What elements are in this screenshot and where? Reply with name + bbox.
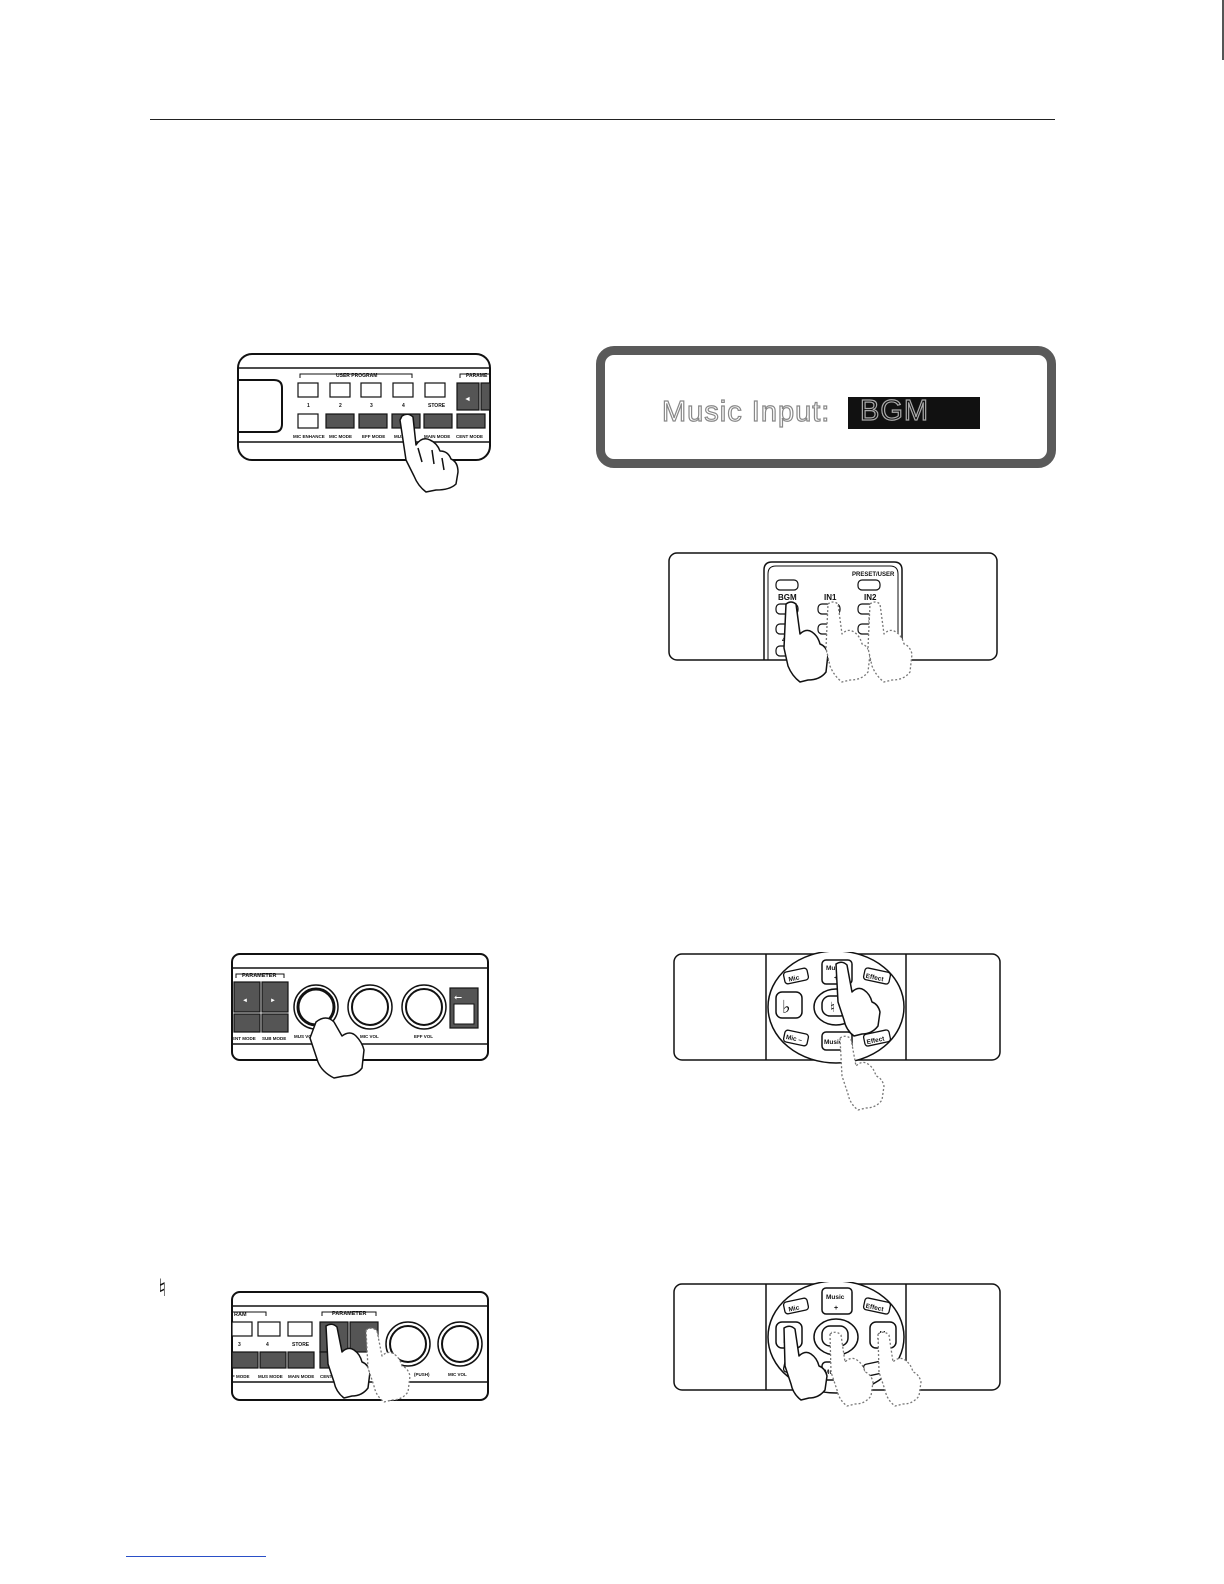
button-param-right bbox=[261, 981, 289, 1013]
label-mic-vol: MIC VOL bbox=[360, 1034, 379, 1039]
label-cent-mode: CENT MODE bbox=[456, 434, 483, 439]
remote-button-mic-plus bbox=[782, 967, 810, 985]
remote-button-effect bbox=[862, 1297, 892, 1315]
label-mus-vol: MUS VOL(P bbox=[294, 1034, 319, 1039]
pressing-hand-icon bbox=[325, 1323, 371, 1399]
dashed-hand-icon-in1 bbox=[825, 601, 871, 683]
label-ram: RAM bbox=[234, 1312, 247, 1318]
front-panel-figure-3: PARAMETER ◄ ► ENT MODE SUB MODE MUS VOL(… bbox=[231, 953, 489, 1079]
label-preset-user: PRESET/USER bbox=[852, 572, 895, 578]
remote-button-top-left bbox=[775, 579, 799, 591]
display-value-highlight bbox=[848, 397, 980, 429]
remote-button-top-right bbox=[857, 579, 881, 591]
param-left-arrow: ◄ bbox=[464, 396, 471, 403]
remote-figure-6: ♮ ♭ # Music + Music Mic Effect bbox=[673, 1282, 1001, 1407]
header-rule bbox=[150, 119, 1055, 120]
label-plus: + bbox=[834, 1305, 838, 1312]
button-user-1 bbox=[297, 382, 319, 398]
button-mic-mode bbox=[325, 413, 355, 429]
natural-icon: ♮ bbox=[830, 999, 835, 1015]
label-effect-minus: Effect bbox=[866, 1035, 886, 1046]
label-push: (PUSH) bbox=[414, 1372, 430, 1377]
label-mus-mode: MUS MODE bbox=[258, 1374, 283, 1379]
param-left-arrow: ◄ bbox=[242, 998, 248, 1004]
label-store: STORE bbox=[428, 403, 446, 409]
label-3: 3 bbox=[370, 403, 373, 409]
label-parameter-cut: PARAME bbox=[466, 373, 488, 379]
label-eff-mode: EFF MODE bbox=[362, 434, 385, 439]
page-edge-line bbox=[1222, 0, 1224, 60]
display-value: BGM bbox=[859, 394, 930, 427]
pressing-hand-icon bbox=[399, 413, 459, 493]
label-music-minus: Music bbox=[824, 1039, 843, 1046]
dashed-hand-icon-music-minus bbox=[839, 1035, 885, 1111]
usb-icon: ⭠ bbox=[454, 992, 462, 1003]
label-main-mode: MAIN MODE bbox=[424, 434, 450, 439]
button-param-left bbox=[233, 981, 261, 1013]
remote-button-music-plus bbox=[821, 1287, 853, 1315]
label-4: 4 bbox=[402, 403, 405, 409]
dashed-hand-icon-in2 bbox=[867, 601, 913, 683]
label-parameter: PARAMETER bbox=[332, 1311, 366, 1317]
button-user-3 bbox=[360, 382, 382, 398]
label-effect: Effect bbox=[865, 1303, 885, 1314]
dashed-hand-icon-natural bbox=[829, 1331, 874, 1407]
display-label: Music Input: bbox=[661, 395, 831, 428]
button-param-left bbox=[456, 382, 480, 411]
button-eff-mode bbox=[358, 413, 388, 429]
label-mic: Mic bbox=[788, 1304, 800, 1313]
label-in2: IN2 bbox=[864, 593, 877, 602]
remote-button-flat bbox=[775, 991, 803, 1019]
label-user-program: USER PROGRAM bbox=[336, 373, 377, 379]
label-bgm: BGM bbox=[778, 593, 797, 602]
remote-button-mic bbox=[782, 1297, 810, 1315]
label-4: 4 bbox=[266, 1342, 269, 1348]
label-parameter: PARAMETER bbox=[242, 973, 276, 979]
remote-figure-2: PRESET/USER BGM IN1 IN2 3 4 bbox=[668, 552, 998, 683]
label-cent-mode: CENT bbox=[320, 1374, 333, 1379]
param-right-arrow: ► bbox=[270, 998, 276, 1004]
footer-link-underline bbox=[126, 1556, 266, 1557]
remote-button-effect-plus bbox=[862, 967, 892, 985]
label-sub-mode: SUB MODE bbox=[262, 1036, 286, 1041]
front-panel-figure-5: RAM PARAMETER 3 4 STORE F MODE MUS MODE … bbox=[231, 1291, 489, 1403]
remote-button-mic-minus bbox=[782, 1029, 810, 1047]
pressing-hand-icon bbox=[309, 1017, 365, 1079]
dashed-hand-icon-sharp bbox=[877, 1331, 922, 1407]
label-main-mode: MAIN MODE bbox=[288, 1374, 314, 1379]
label-cent-mode: ENT MODE bbox=[232, 1036, 256, 1041]
label-1: 1 bbox=[307, 403, 310, 409]
label-3: 3 bbox=[238, 1342, 241, 1348]
remote-figure-4: ♮ ♭ Music + Music Mic Effect Mic – Effec… bbox=[673, 952, 1001, 1111]
button-cent-mode bbox=[456, 413, 486, 429]
button-main-mode bbox=[423, 413, 453, 429]
label-2: 2 bbox=[339, 403, 342, 409]
label-mic-vol: MIC VOL bbox=[448, 1372, 467, 1377]
label-mic-plus: Mic bbox=[788, 974, 800, 983]
label-mic-minus: Mic – bbox=[785, 1034, 803, 1044]
label-eff-vol: EFF VOL bbox=[414, 1034, 433, 1039]
label-store: STORE bbox=[292, 1342, 310, 1348]
label-mus-mode: MUS M bbox=[394, 434, 409, 439]
pressing-hand-icon bbox=[835, 961, 881, 1037]
label-mic-mode: MIC MODE bbox=[329, 434, 352, 439]
label-effect-plus: Effect bbox=[865, 973, 885, 984]
dashed-hand-icon bbox=[365, 1327, 411, 1403]
flat-icon: ♭ bbox=[782, 997, 791, 1017]
label-mic-enhance: MIC ENHANCE bbox=[293, 434, 325, 439]
pressing-hand-icon bbox=[783, 601, 829, 683]
label-eff-mode: F MODE bbox=[232, 1374, 250, 1379]
button-store bbox=[424, 382, 446, 398]
button-user-2 bbox=[329, 382, 351, 398]
front-panel-figure-1: USER PROGRAM PARAME ◄ 1 2 3 4 STORE MIC … bbox=[237, 353, 491, 493]
button-user-4 bbox=[392, 382, 414, 398]
natural-sign-glyph: ♮ bbox=[158, 1274, 167, 1302]
pressing-hand-icon bbox=[783, 1325, 828, 1401]
label-in1: IN1 bbox=[824, 593, 837, 602]
label-music-plus: Music bbox=[826, 965, 845, 972]
remote-button-effect-minus bbox=[862, 1029, 892, 1047]
label-music-plus: Music bbox=[826, 1294, 845, 1301]
button-mic-enhance bbox=[297, 413, 319, 429]
